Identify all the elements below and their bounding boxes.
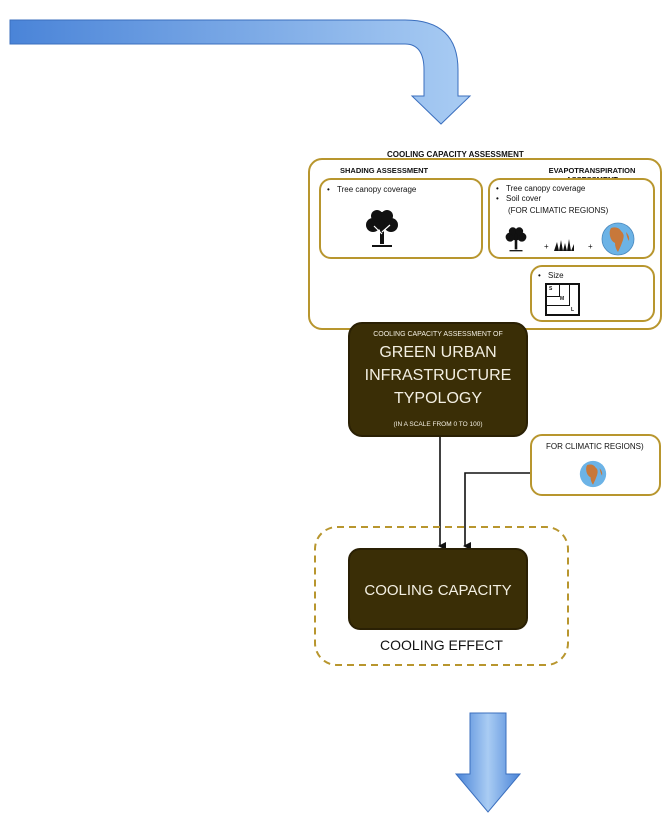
tree-icon — [505, 227, 527, 252]
down-arrow-icon — [454, 712, 522, 813]
cooling-effect-frame — [314, 526, 569, 666]
typology-line-1: GREEN URBAN — [379, 344, 497, 361]
typology-line-2: INFRASTRUCTURE — [364, 367, 512, 384]
size-box — [530, 265, 655, 322]
evapo-bullet-1: • Tree canopy coverage — [496, 184, 586, 193]
size-medium-square — [547, 285, 570, 306]
size-label-l: L — [571, 307, 575, 313]
evapo-bullet-2: • Soil cover — [496, 194, 542, 203]
evapo-bullet-1-text: Tree canopy coverage — [506, 184, 586, 193]
size-label-m: M — [560, 296, 565, 302]
climate-label: FOR CLIMATIC REGIONS) — [546, 442, 644, 451]
assessment-title: COOLING CAPACITY ASSESSMENT — [387, 150, 524, 159]
size-bullet: • Size — [538, 271, 564, 280]
grass-icon — [554, 239, 574, 251]
shading-bullet: • Tree canopy coverage — [327, 185, 417, 194]
evapo-climate-note: (FOR CLIMATIC REGIONS) — [508, 206, 609, 215]
tree-icon — [366, 210, 398, 247]
size-label-s: S — [549, 286, 553, 292]
plus-sign-2: + — [588, 242, 593, 251]
cooling-effect-label: COOLING EFFECT — [380, 637, 503, 653]
shading-box — [319, 178, 483, 259]
globe-icon — [579, 460, 607, 488]
size-bullet-text: Size — [548, 271, 564, 280]
size-squares-icon: S M L — [545, 283, 580, 316]
plus-sign-1: + — [544, 242, 549, 251]
size-small-square — [547, 285, 560, 297]
shading-bullet-text: Tree canopy coverage — [337, 185, 417, 194]
connector-climate — [463, 472, 530, 550]
shading-heading: SHADING ASSESSMENT — [340, 166, 429, 175]
typology-box: COOLING CAPACITY ASSESSMENT OF GREEN URB… — [348, 322, 528, 437]
typology-scale: (IN A SCALE FROM 0 TO 100) — [393, 421, 483, 428]
evapo-bullet-2-text: Soil cover — [506, 194, 542, 203]
typology-top-label: COOLING CAPACITY ASSESSMENT OF — [373, 331, 503, 338]
cooling-capacity-label: COOLING CAPACITY — [364, 582, 512, 599]
cooling-capacity-box: COOLING CAPACITY — [348, 548, 528, 630]
typology-line-3: TYPOLOGY — [393, 390, 483, 407]
globe-icon — [601, 222, 635, 256]
curved-arrow-icon — [9, 19, 472, 125]
